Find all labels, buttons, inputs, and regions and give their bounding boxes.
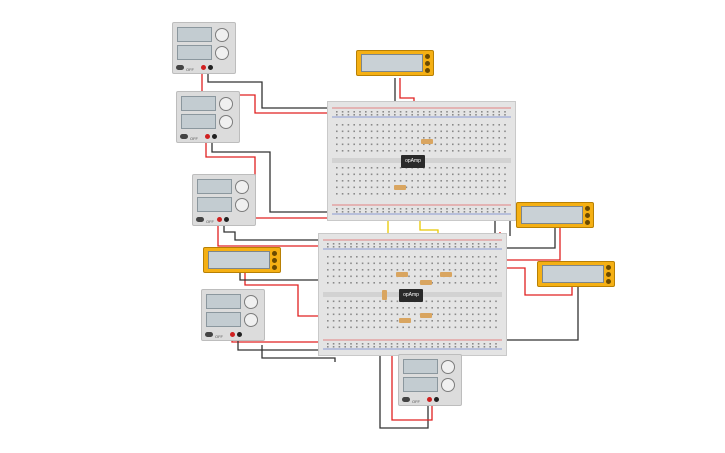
psu4-terminal-red[interactable] — [230, 332, 235, 337]
wire-psu2-black — [211, 140, 335, 213]
resistor-2 — [394, 185, 406, 190]
multimeter-top[interactable] — [356, 50, 434, 76]
psu5-terminal-black[interactable] — [434, 397, 439, 402]
power-supply-5[interactable]: OFF — [398, 354, 462, 406]
multimeter-dial-icon[interactable] — [272, 251, 277, 256]
opamp-chip-bottom-label: opAmp — [403, 292, 419, 298]
power-supply-knob-icon[interactable] — [441, 378, 455, 392]
wire-psu2-red — [205, 140, 335, 219]
multimeter-dial-icon[interactable] — [272, 265, 277, 270]
power-supply-knob-icon[interactable] — [235, 180, 249, 194]
resistor-5 — [420, 280, 432, 285]
resistor-7 — [399, 318, 411, 323]
psu5-terminal-red[interactable] — [427, 397, 432, 402]
multimeter-dial-icon[interactable] — [585, 220, 590, 225]
multimeter-dial-icon[interactable] — [606, 279, 611, 284]
multimeter-dial-icon[interactable] — [425, 54, 430, 59]
psu2-switch-label: OFF — [190, 136, 198, 141]
multimeter-left[interactable] — [203, 247, 281, 273]
power-supply-knob-icon[interactable] — [215, 28, 229, 42]
multimeter-dial-icon[interactable] — [585, 206, 590, 211]
power-supply-1[interactable]: OFF — [172, 22, 236, 74]
wire-psu3-black — [223, 220, 325, 241]
wire-psu4-black-2 — [261, 345, 336, 362]
power-supply-knob-icon[interactable] — [219, 97, 233, 111]
multimeter-dial-icon[interactable] — [425, 61, 430, 66]
psu2-terminal-black[interactable] — [212, 134, 217, 139]
psu1-terminal-red[interactable] — [201, 65, 206, 70]
power-supply-knob-icon[interactable] — [441, 360, 455, 374]
multimeter-dial-icon[interactable] — [585, 213, 590, 218]
psu3-display-current — [197, 197, 232, 212]
power-supply-knob-icon[interactable] — [215, 46, 229, 60]
multimeter-right-2-display — [542, 265, 604, 283]
multimeter-right-1[interactable] — [516, 202, 594, 228]
multimeter-dial-icon[interactable] — [425, 68, 430, 73]
power-supply-3[interactable]: OFF — [192, 174, 256, 226]
psu1-display-voltage — [177, 27, 212, 42]
psu2-power-switch[interactable] — [180, 134, 188, 139]
opamp-chip-top[interactable]: opAmp — [401, 155, 425, 168]
psu2-display-voltage — [181, 96, 216, 111]
psu3-terminal-red[interactable] — [217, 217, 222, 222]
psu5-switch-label: OFF — [412, 399, 420, 404]
power-supply-knob-icon[interactable] — [219, 115, 233, 129]
power-supply-knob-icon[interactable] — [244, 295, 258, 309]
multimeter-right-2[interactable] — [537, 261, 615, 287]
psu5-power-switch[interactable] — [402, 397, 410, 402]
wire-psu3-red — [217, 220, 325, 247]
wire-psu1-red — [201, 70, 330, 114]
multimeter-right-1-display — [521, 206, 583, 224]
psu4-display-current — [206, 312, 241, 327]
opamp-chip-bottom[interactable]: opAmp — [399, 289, 423, 302]
multimeter-dial-icon[interactable] — [272, 258, 277, 263]
resistor-8 — [382, 290, 387, 300]
psu5-display-voltage — [403, 359, 438, 374]
resistor-4 — [440, 272, 452, 277]
psu4-power-switch[interactable] — [205, 332, 213, 337]
psu2-terminal-red[interactable] — [205, 134, 210, 139]
psu3-terminal-black[interactable] — [224, 217, 229, 222]
opamp-chip-top-label: opAmp — [405, 158, 421, 164]
psu3-display-voltage — [197, 179, 232, 194]
psu1-display-current — [177, 45, 212, 60]
psu5-display-current — [403, 377, 438, 392]
wire-psu1-black — [207, 70, 330, 109]
resistor-3 — [396, 272, 408, 277]
psu1-terminal-black[interactable] — [208, 65, 213, 70]
multimeter-top-display — [361, 54, 423, 72]
psu4-display-voltage — [206, 294, 241, 309]
psu1-power-switch[interactable] — [176, 65, 184, 70]
wire-psu5-red — [391, 330, 433, 421]
psu4-terminal-black[interactable] — [237, 332, 242, 337]
power-supply-knob-icon[interactable] — [244, 313, 258, 327]
wire-psu5-black — [379, 322, 429, 429]
power-supply-2[interactable]: OFF — [176, 91, 240, 143]
resistor-1 — [421, 139, 433, 144]
resistor-6 — [420, 313, 432, 318]
psu3-switch-label: OFF — [206, 219, 214, 224]
psu1-switch-label: OFF — [186, 67, 194, 72]
multimeter-dial-icon[interactable] — [606, 272, 611, 277]
psu3-power-switch[interactable] — [196, 217, 204, 222]
resistor-icon — [382, 139, 452, 323]
power-supply-4[interactable]: OFF — [201, 289, 265, 341]
power-supply-knob-icon[interactable] — [235, 198, 249, 212]
psu4-switch-label: OFF — [215, 334, 223, 339]
multimeter-dial-icon[interactable] — [606, 265, 611, 270]
multimeter-left-display — [208, 251, 270, 269]
psu2-display-current — [181, 114, 216, 129]
wire-meter4-black — [239, 272, 320, 281]
